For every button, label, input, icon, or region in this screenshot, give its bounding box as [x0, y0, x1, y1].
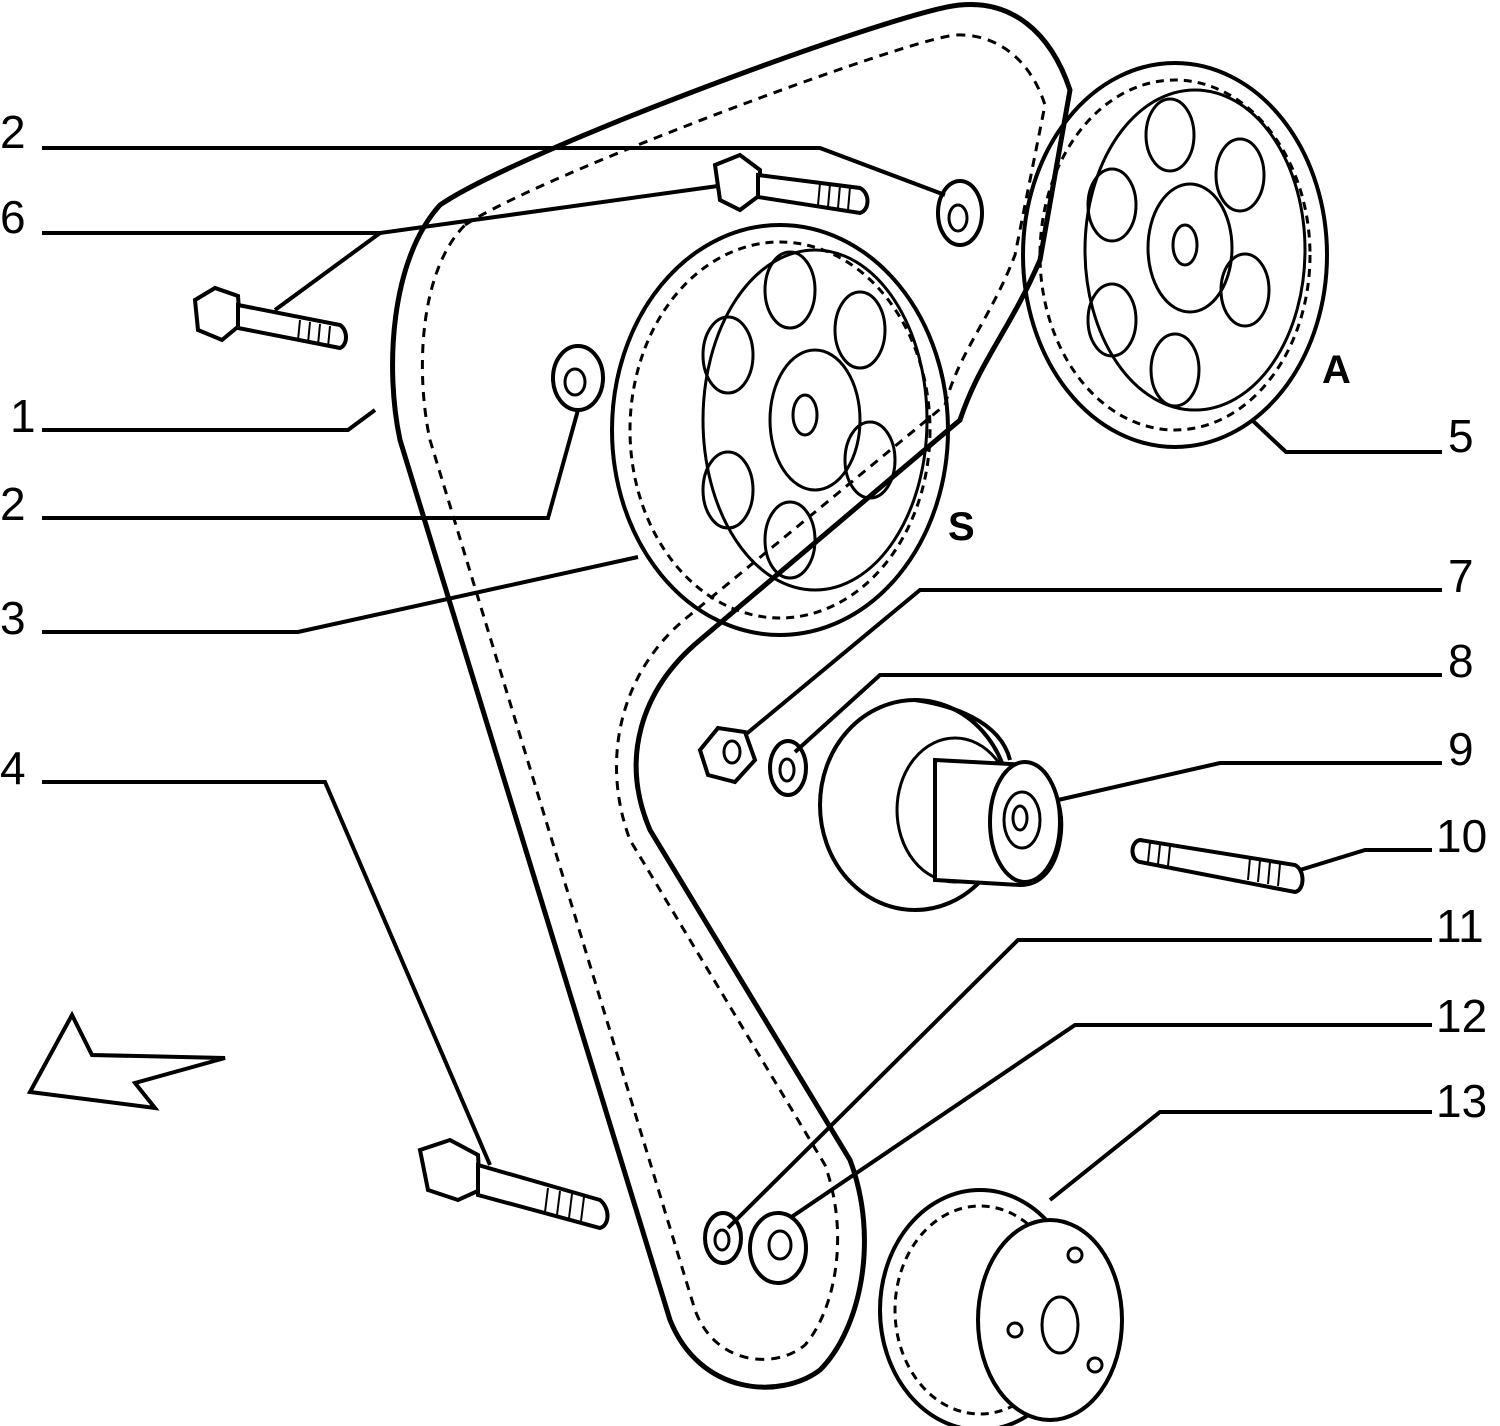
callout-2-lower: 2	[0, 478, 26, 530]
stud-10	[1130, 837, 1305, 895]
callout-13: 13	[1436, 1075, 1487, 1127]
nut-7	[697, 725, 758, 785]
letter-s: S	[948, 505, 975, 549]
callout-2-upper: 2	[0, 106, 26, 158]
bolt-6-left	[192, 285, 348, 351]
callout-1: 1	[10, 390, 36, 442]
callout-9: 9	[1448, 723, 1474, 775]
callout-6: 6	[0, 191, 26, 243]
camshaft-pulley-a	[1021, 61, 1329, 449]
camshaft-pulley-s	[610, 223, 950, 637]
callout-11: 11	[1436, 900, 1484, 952]
letter-a: A	[1322, 348, 1351, 392]
tensioner-pulley	[818, 698, 1064, 912]
leader-lines	[42, 146, 1442, 1230]
callout-7: 7	[1448, 550, 1474, 602]
callout-labels: 2 6 1 2 3 4 5 7 8 9 10 11 12 13 A S	[0, 106, 1487, 1127]
washer-2-middle	[551, 344, 605, 412]
direction-arrow	[26, 1010, 226, 1111]
callout-4: 4	[0, 742, 26, 794]
callout-10: 10	[1436, 810, 1487, 862]
callout-12: 12	[1436, 990, 1487, 1042]
callout-5: 5	[1448, 410, 1474, 462]
callout-8: 8	[1448, 635, 1474, 687]
crankshaft-pulley	[878, 1188, 1124, 1426]
timing-belt	[390, 1, 1073, 1390]
bolt-4	[417, 1137, 610, 1231]
washer-12	[748, 1211, 808, 1285]
washer-8	[768, 739, 808, 797]
callout-3: 3	[0, 592, 26, 644]
bolt-6-upper	[712, 152, 870, 216]
washer-2-upper	[936, 179, 984, 247]
